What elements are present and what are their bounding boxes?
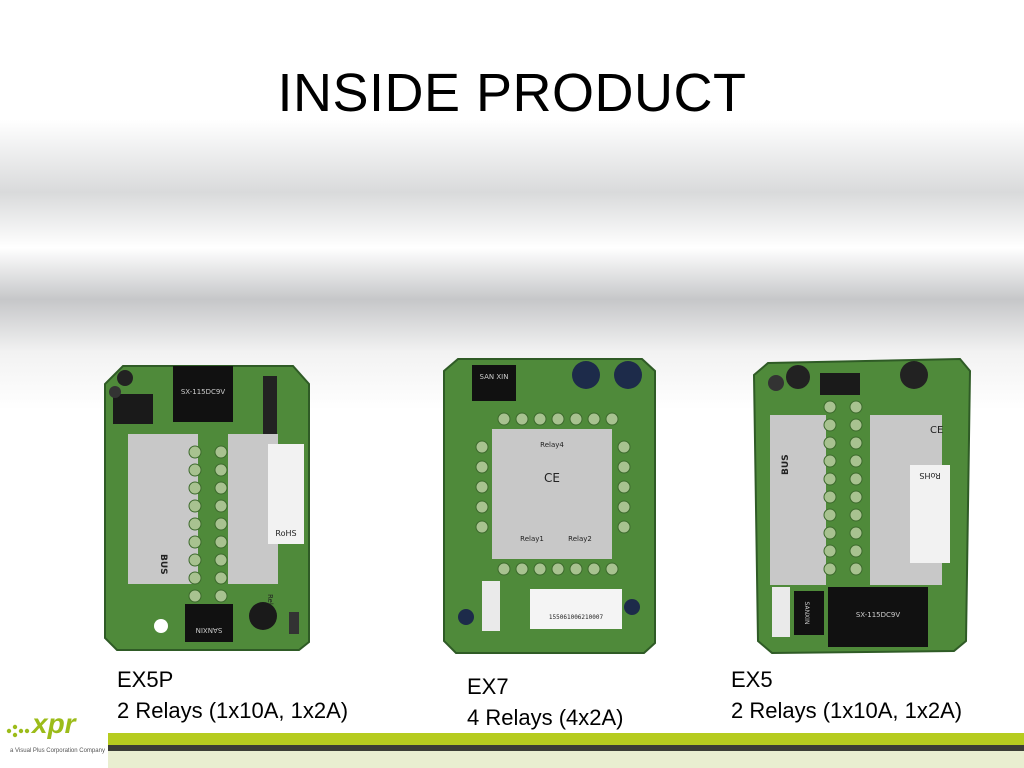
ex5p-sanxin-label: SANXIN — [196, 626, 223, 634]
logo-subtext: a Visual Plus Corporation Company — [10, 748, 105, 754]
ex7-name: EX7 — [467, 674, 509, 699]
ex5p-board-photo: SX-115DC9V BUS RoHS Relay 2 SANXIN — [103, 364, 313, 652]
footer-light-bar — [108, 751, 1024, 768]
ex7-ce-label: CE — [544, 471, 560, 485]
ex5-caption: EX5 2 Relays (1x10A, 1x2A) — [731, 664, 962, 726]
logo-text: xpr — [32, 708, 76, 739]
footer-green-bar — [108, 733, 1024, 745]
ex5-board-photo: BUS CE RoHS SX-115DC9V SANXIN — [750, 355, 972, 655]
ex5p-caption: EX5P 2 Relays (1x10A, 1x2A) — [117, 664, 348, 726]
ex5-sanxin-label: SANXIN — [803, 602, 810, 625]
slide-title: INSIDE PRODUCT — [277, 63, 747, 123]
xpr-logo: xpr a Visual Plus Corporation Company — [4, 708, 108, 762]
ex5-relay-label: SX-115DC9V — [856, 611, 901, 619]
ex7-caption: EX7 4 Relays (4x2A) — [467, 671, 624, 733]
ex5p-description: 2 Relays (1x10A, 1x2A) — [117, 698, 349, 723]
ex5p-name: EX5P — [117, 667, 174, 692]
ex5-bus-label: BUS — [781, 454, 791, 475]
ex7-relay1-label: Relay1 — [520, 535, 544, 543]
ex7-board-photo: SAN XIN CE Relay4 Relay1 Relay2 15506100… — [442, 357, 657, 655]
ex5-description: 2 Relays (1x10A, 1x2A) — [731, 698, 963, 723]
logo-dots-icon — [6, 724, 30, 738]
footer-dark-bar — [108, 745, 1024, 751]
ex5p-bus-label: BUS — [158, 554, 168, 575]
ex5p-relay-label: SX-115DC9V — [181, 388, 226, 396]
ex5-name: EX5 — [731, 667, 773, 692]
ex7-description: 4 Relays (4x2A) — [467, 705, 624, 730]
ex5-ce-label: CE — [930, 425, 943, 436]
ex7-barcode-label: 155061006210007 — [549, 614, 604, 621]
ex5-rohs-label: RoHS — [919, 471, 940, 480]
ex5p-rohs-label: RoHS — [275, 529, 296, 538]
ex7-relay2-label: Relay2 — [568, 535, 592, 543]
ex7-relay4-label: Relay4 — [540, 441, 564, 449]
ex7-brand-label: SAN XIN — [480, 373, 509, 381]
